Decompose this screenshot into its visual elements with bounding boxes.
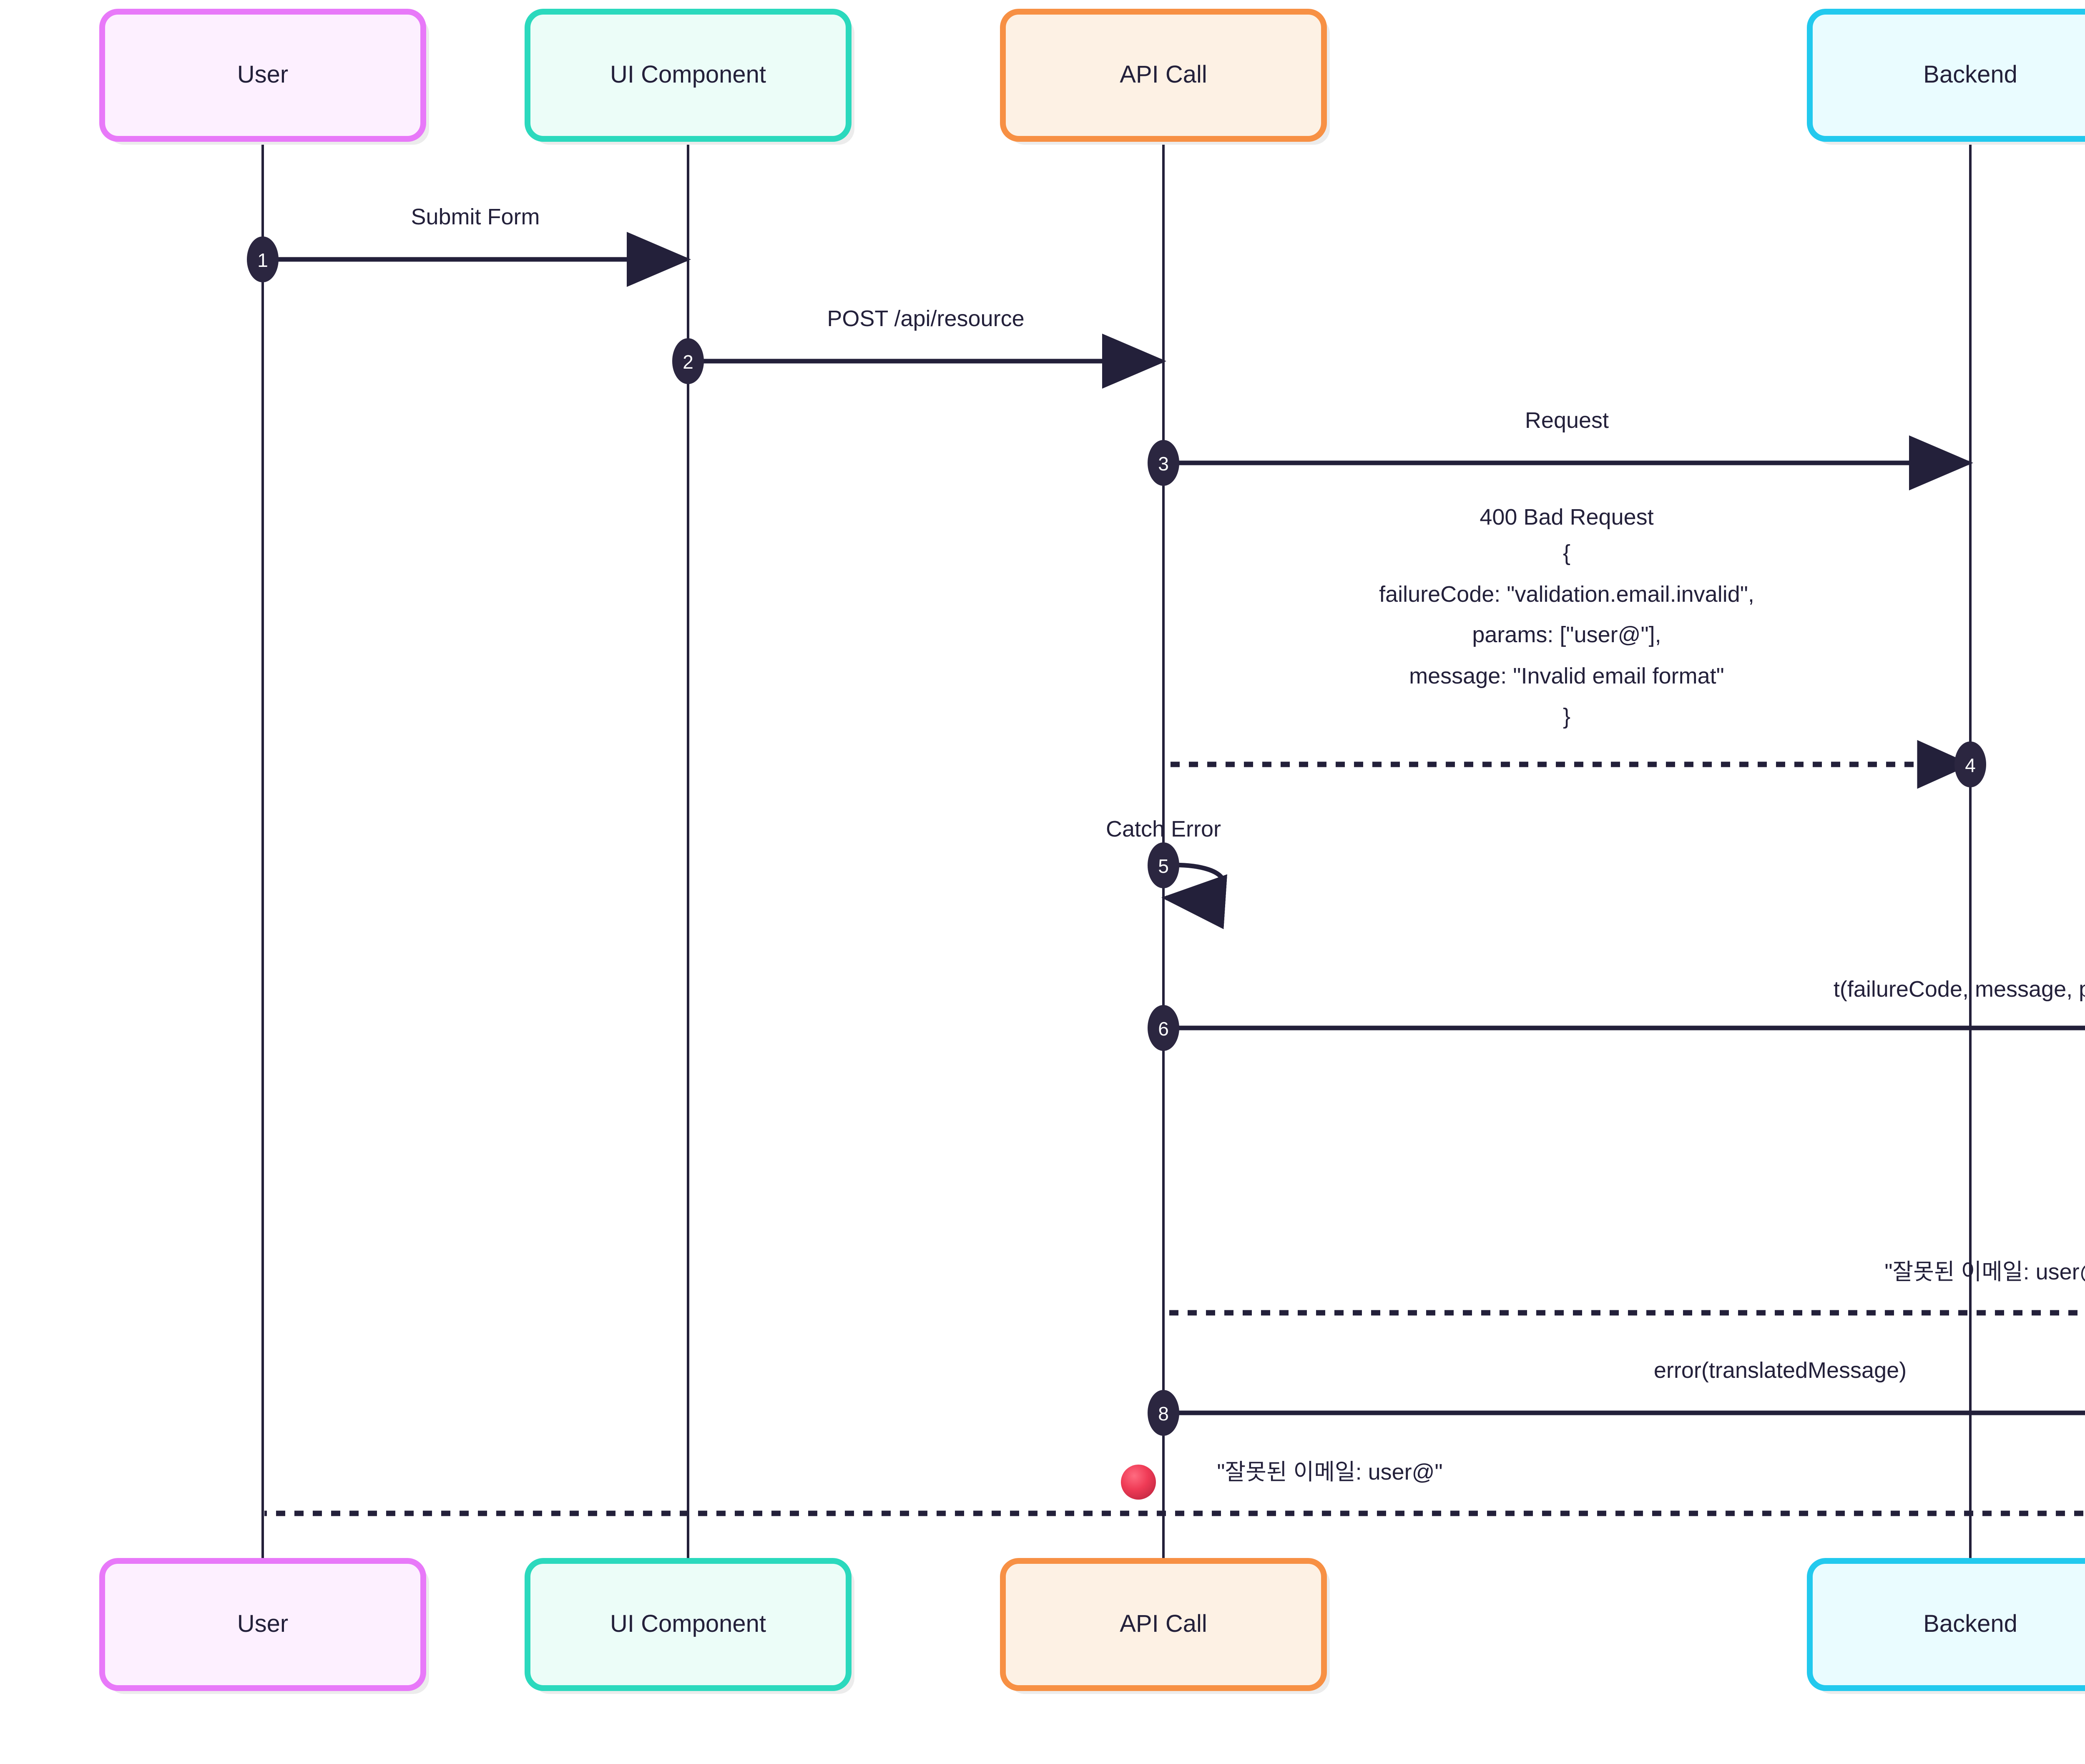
participant-box-rect [525, 1558, 852, 1691]
participant-box-rect [99, 1558, 426, 1691]
response-body-line-6: } [1563, 704, 1570, 729]
self-loop-arrow [1161, 862, 1227, 930]
participant-box-ui-top[interactable]: UI Component [525, 9, 854, 145]
sequence-number-text: 5 [1158, 855, 1169, 877]
participant-label-user: User [237, 1610, 288, 1637]
sequence-number-4: 4 [1954, 741, 1986, 787]
sequence-number-text: 2 [683, 351, 693, 373]
response-body-line-2: { [1563, 540, 1570, 565]
sequence-number-6: 6 [1148, 1005, 1179, 1051]
participant-box-rect [525, 9, 852, 142]
response-body-line-1: 400 Bad Request [1480, 505, 1653, 530]
participant-label-backend: Backend [1923, 1610, 2017, 1637]
sequence-number-layer: 123456789 [247, 236, 1986, 1436]
multiline-message-layer: 400 Bad Request { failureCode: "validation… [1379, 505, 1754, 729]
message-9[interactable]: "잘못된 이메일: user@" [264, 1460, 2085, 1516]
response-body-line-3: failureCode: "validation.email.invalid", [1379, 582, 1754, 607]
participant-box-user-bottom[interactable]: User [99, 1558, 429, 1694]
participant-label-api: API Call [1120, 1610, 1207, 1637]
message-1[interactable]: Submit Form [264, 204, 691, 287]
participant-label-ui: UI Component [610, 1610, 766, 1637]
message-label-6: t(failureCode, message, params) [1834, 977, 2085, 1002]
message-label-8: error(translatedMessage) [1654, 1358, 1907, 1383]
sequence-number-1: 1 [247, 236, 279, 282]
participant-box-api-top[interactable]: API Call [1000, 9, 1330, 145]
sequence-number-text: 1 [257, 249, 268, 271]
sequence-number-5: 5 [1148, 842, 1179, 888]
response-body-line-4: params: ["user@"], [1472, 622, 1661, 647]
sequence-number-2: 2 [672, 338, 704, 384]
participant-box-user-top[interactable]: User [99, 9, 429, 145]
message-5[interactable]: Catch Error [1106, 817, 1227, 930]
error-dot-icon [1121, 1465, 1156, 1500]
message-2[interactable]: POST /api/resource [690, 306, 1166, 389]
message-label-1: Submit Form [411, 204, 540, 229]
message-label-7: "잘못된 이메일: user@" [1884, 1259, 2085, 1284]
participant-box-rect [1000, 9, 1327, 142]
sequence-number-text: 3 [1158, 453, 1169, 475]
message-8[interactable]: error(translatedMessage) [1165, 1358, 2085, 1415]
participant-box-rect [1000, 1558, 1327, 1691]
message-3[interactable]: Request [1165, 408, 1973, 490]
participant-box-backend-top[interactable]: Backend [1807, 9, 2085, 145]
participant-label-ui: UI Component [610, 61, 766, 88]
sequence-number-3: 3 [1148, 440, 1179, 486]
participant-box-ui-bottom[interactable]: UI Component [525, 1558, 854, 1694]
participant-label-user: User [237, 61, 288, 88]
message-7[interactable]: "잘못된 이메일: user@" [1165, 1259, 2085, 1316]
participant-box-api-bottom[interactable]: API Call [1000, 1558, 1330, 1694]
response-body-line-5: message: "Invalid email format" [1409, 663, 1724, 689]
participant-box-rect [99, 9, 426, 142]
message-label-5: Catch Error [1106, 817, 1221, 842]
error-marker-layer [1121, 1465, 1156, 1500]
participant-label-backend: Backend [1923, 61, 2017, 88]
sequence-number-text: 8 [1158, 1403, 1169, 1425]
participant-label-api: API Call [1120, 61, 1207, 88]
participant-box-rect [1807, 9, 2085, 142]
message-label-9: "잘못된 이메일: user@" [1217, 1460, 1442, 1485]
message-label-2: POST /api/resource [827, 306, 1024, 331]
message-label-3: Request [1525, 408, 1609, 433]
sequence-number-text: 6 [1158, 1018, 1169, 1040]
sequence-number-text: 4 [1965, 754, 1976, 776]
message-6[interactable]: t(failureCode, message, params) [1165, 977, 2085, 1030]
participant-box-rect [1807, 1558, 2085, 1691]
sequence-number-8: 8 [1148, 1390, 1179, 1436]
participant-box-backend-bottom[interactable]: Backend [1807, 1558, 2085, 1694]
